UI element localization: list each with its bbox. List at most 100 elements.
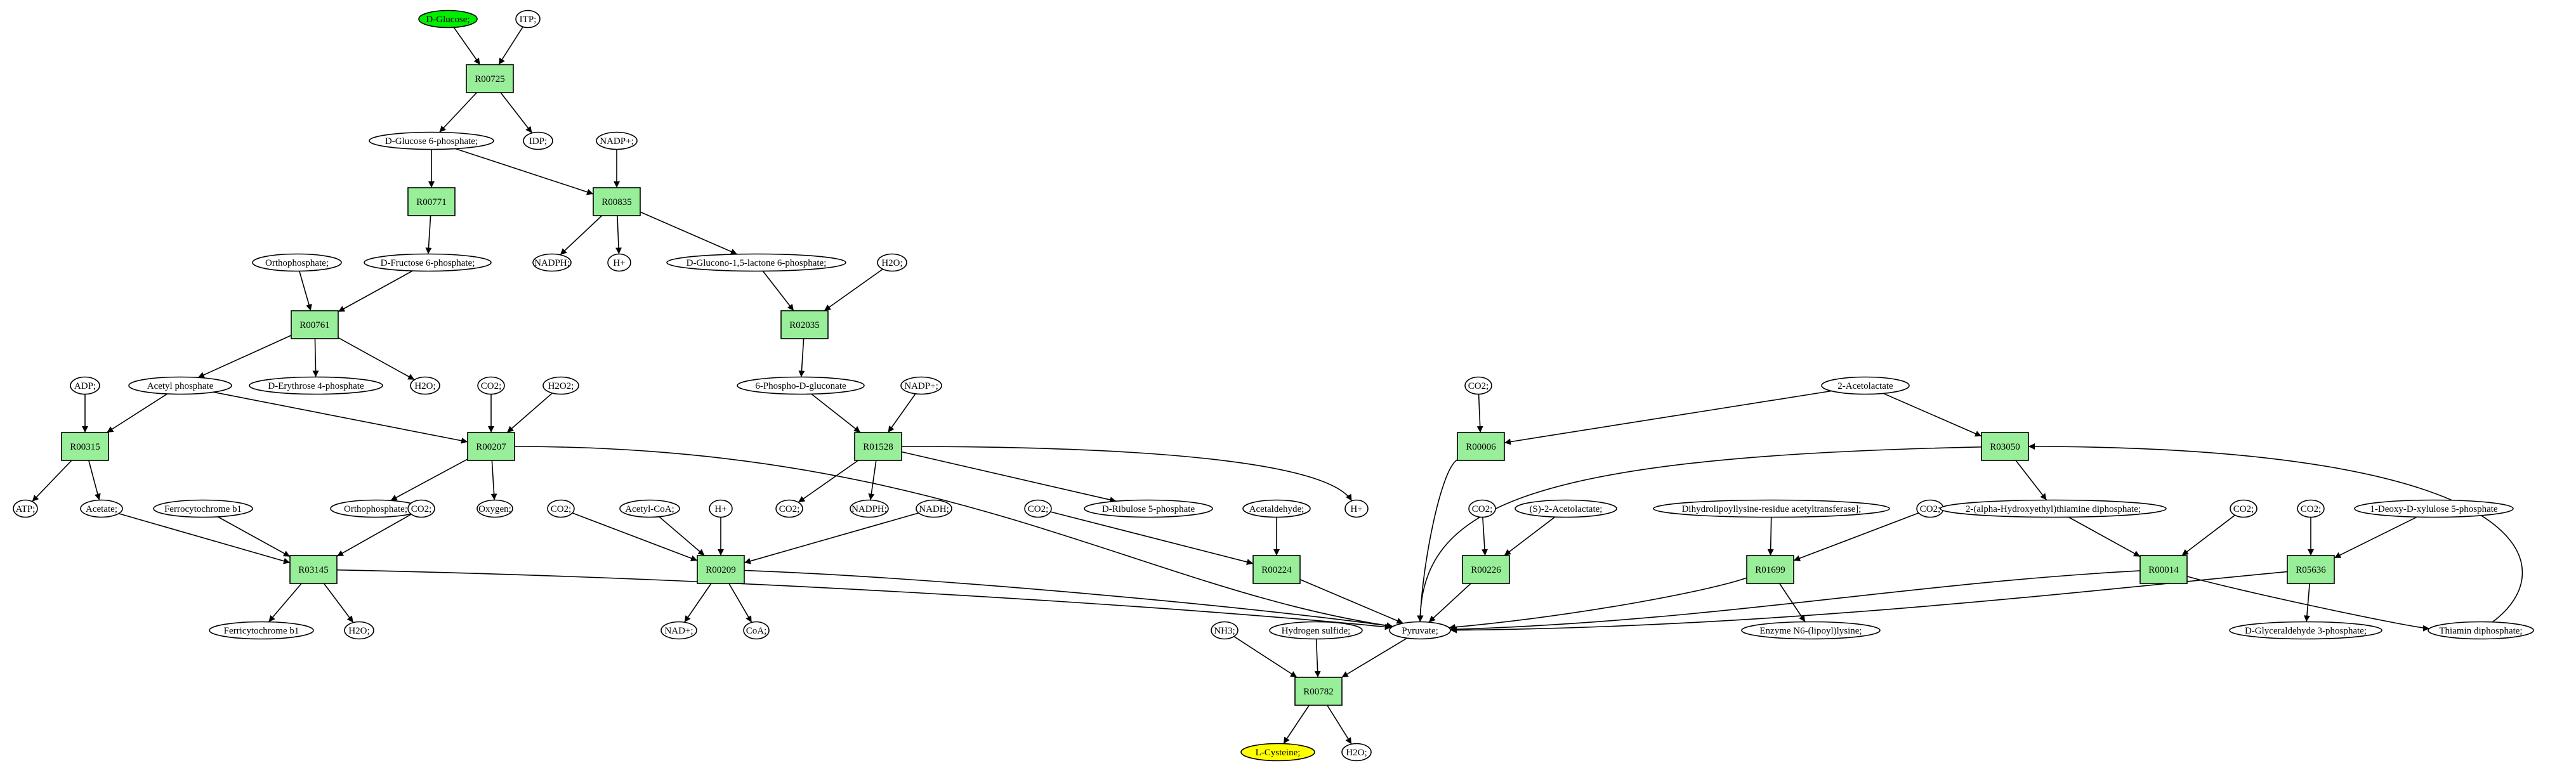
- compound-label: CoA;: [746, 626, 767, 636]
- compound-node: NAD+;: [660, 621, 697, 640]
- compound-ellipse: [743, 621, 770, 640]
- compound-node: NADP+;: [596, 131, 638, 150]
- compound-label: Pyruvate;: [1402, 626, 1438, 636]
- compound-ellipse: [70, 376, 100, 395]
- compound-label: Acetate;: [86, 504, 117, 514]
- compound-ellipse: [916, 499, 952, 518]
- reaction-node: R00209: [697, 555, 745, 584]
- edge-arrow: [1233, 635, 1298, 678]
- compound-node: Enzyme N6-(lipoyl)lysine;: [1741, 621, 1881, 640]
- compound-ellipse: [153, 499, 253, 518]
- reaction-label: R01528: [863, 442, 893, 452]
- compound-label: NADPH;: [851, 504, 887, 514]
- reaction-label: R03050: [1990, 442, 2020, 452]
- compound-node: L-Cysteine;: [1240, 743, 1315, 762]
- edge-arrow: [1428, 583, 1471, 623]
- compound-ellipse: [1389, 621, 1451, 640]
- edge-arrow: [1449, 577, 1747, 630]
- compound-ellipse: [596, 131, 638, 150]
- compound-node: (S)-2-Acetolactate;: [1515, 499, 1617, 518]
- edge-arrow: [1504, 390, 1832, 445]
- compound-ellipse: [1344, 499, 1369, 518]
- compound-node: ATP;: [13, 499, 38, 518]
- reaction-box: [1457, 432, 1505, 461]
- reaction-node: R05636: [2287, 555, 2335, 584]
- compound-node: D-Glucono-1,5-lactone 6-phosphate;: [666, 253, 846, 272]
- edge-arrow: [811, 393, 861, 433]
- compound-node: 2-Acetolactate: [1821, 376, 1910, 395]
- compound-ellipse: [344, 621, 374, 640]
- compound-label: D-Glucono-1,5-lactone 6-phosphate;: [687, 258, 827, 268]
- compound-node: Thiamin diphosphate;: [2428, 621, 2534, 640]
- compound-label: CO2;: [1920, 504, 1941, 514]
- compound-label: Orthophosphate;: [344, 504, 407, 514]
- compound-node: Orthophosphate;: [252, 253, 342, 272]
- reaction-box: [1462, 555, 1510, 584]
- compound-label: 2-Acetolactate: [1837, 381, 1893, 391]
- compound-label: D-Erythrose 4-phosphate: [268, 381, 364, 391]
- edge-arrow: [197, 335, 292, 379]
- compound-ellipse: [666, 253, 846, 272]
- edge-arrow: [798, 338, 805, 377]
- edge-arrow: [1883, 393, 1982, 437]
- compound-label: H+: [613, 258, 625, 268]
- reaction-box: [2139, 555, 2188, 584]
- compound-label: H2O;: [348, 626, 369, 636]
- reaction-label: R02035: [789, 320, 820, 330]
- compound-node: Oxygen;: [476, 499, 513, 518]
- reaction-node: R00006: [1457, 432, 1505, 461]
- edge-arrow: [490, 460, 497, 500]
- compound-label: NAD+;: [664, 626, 693, 636]
- compound-node: NADH;: [916, 499, 952, 518]
- compound-node: 6-Phospho-D-gluconate: [737, 376, 865, 395]
- compound-node: Hydrogen sulfide;: [1269, 621, 1363, 640]
- compound-ellipse: [2428, 621, 2534, 640]
- compound-label: CO2;: [779, 504, 800, 514]
- edge-arrow: [2334, 516, 2417, 559]
- compound-label: D-Glyceraldehyde 3-phosphate;: [2245, 626, 2367, 636]
- edge-arrow: [1050, 511, 1254, 565]
- reaction-node: R00835: [593, 187, 641, 216]
- compound-label: 1-Deoxy-D-xylulose 5-phosphate: [2370, 504, 2498, 514]
- reaction-label: R03145: [298, 565, 329, 575]
- compound-ellipse: [532, 253, 572, 272]
- edge-arrow: [498, 26, 523, 65]
- edge-arrow: [299, 271, 312, 311]
- edge-arrow: [88, 460, 101, 500]
- reaction-label: R00224: [1261, 565, 1292, 575]
- compound-ellipse: [1821, 376, 1910, 395]
- compound-label: NADP+;: [904, 381, 938, 391]
- compound-label: CO2;: [1472, 504, 1493, 514]
- reaction-box: [593, 187, 641, 216]
- compound-node: H+: [709, 499, 733, 518]
- compound-label: ADP;: [74, 381, 96, 391]
- edge-arrow: [500, 92, 533, 134]
- compound-node: D-Glucose 6-phosphate;: [369, 131, 494, 150]
- compound-label: Hydrogen sulfide;: [1282, 626, 1351, 636]
- reaction-box: [1981, 432, 2029, 461]
- compound-ellipse: [542, 376, 579, 395]
- compound-label: H+: [714, 504, 726, 514]
- compound-label: ITP;: [520, 15, 537, 25]
- edge-arrow: [506, 393, 553, 433]
- compound-label: NADP+;: [600, 136, 633, 146]
- compound-ellipse: [1464, 376, 1492, 395]
- compound-ellipse: [900, 376, 942, 395]
- compound-ellipse: [607, 253, 631, 272]
- compound-ellipse: [619, 499, 680, 518]
- compound-node: 2-(alpha-Hydroxyethyl)thiamine diphospha…: [1940, 499, 2167, 518]
- compound-node: CO2;: [477, 376, 505, 395]
- reaction-label: R00315: [70, 442, 100, 452]
- compound-ellipse: [1741, 621, 1881, 640]
- compound-ellipse: [1468, 499, 1496, 518]
- compound-label: CO2;: [2301, 504, 2322, 514]
- compound-ellipse: [1084, 499, 1213, 518]
- compound-node: D-Ribulose 5-phosphate: [1084, 499, 1213, 518]
- reaction-node: R00207: [467, 432, 515, 461]
- edge-arrow: [901, 446, 1353, 502]
- edge-arrow: [1450, 570, 2141, 633]
- reaction-label: R00006: [1466, 442, 1496, 452]
- compound-label: CO2;: [411, 504, 432, 514]
